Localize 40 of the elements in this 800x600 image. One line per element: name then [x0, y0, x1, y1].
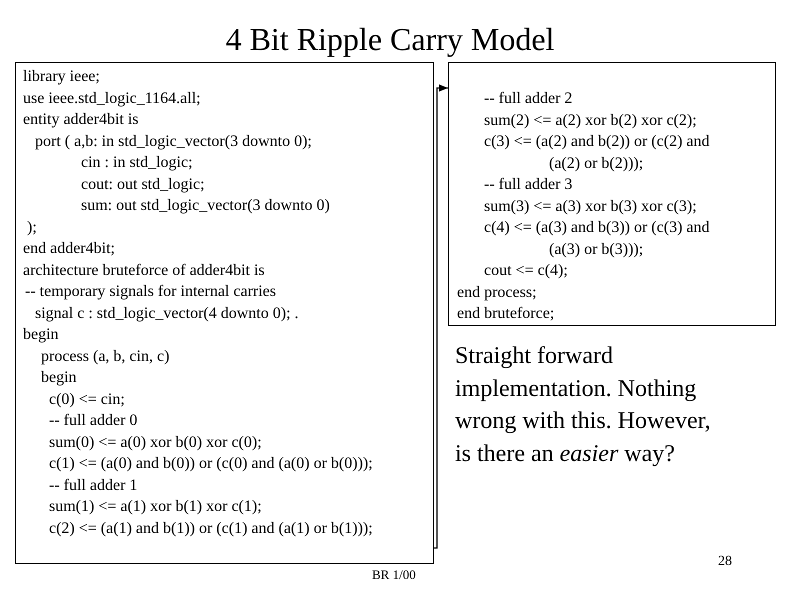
code-line: -- full adder 1: [49, 476, 138, 496]
code-line: (a(2) or b(2)));: [549, 154, 644, 174]
code-line: begin: [41, 368, 77, 388]
code-line: cout: out std_logic;: [81, 174, 205, 194]
code-line: port ( a,b: in std_logic_vector(3 downto 0);: [35, 132, 312, 152]
code-panel: [448, 62, 776, 326]
code-line: cout <= c(4);: [484, 261, 568, 281]
code-line: sum(3) <= a(3) xor b(3) xor c(3);: [484, 196, 697, 216]
code-line: library ieee;: [23, 67, 100, 87]
code-line: signal c : std_logic_vector(4 downto 0); .: [35, 304, 299, 324]
arrow: [432, 84, 448, 549]
code-line: cin : in std_logic;: [81, 153, 193, 173]
code-line: -- full adder 2: [484, 89, 572, 109]
code-line: c(1) <= (a(0) and b(0)) or (c(0) and (a(0) or b(0)));: [49, 454, 373, 474]
code-line: c(0) <= cin;: [49, 390, 125, 410]
code-line: begin: [23, 325, 59, 345]
code-line: sum(1) <= a(1) xor b(1) xor c(1);: [49, 497, 262, 517]
code-line: end bruteforce;: [457, 304, 554, 324]
code-line: -- full adder 3: [484, 175, 572, 195]
code-panel: [15, 62, 434, 564]
code-line: sum(2) <= a(2) xor b(2) xor c(2);: [484, 110, 697, 130]
code-line: end adder4bit;: [23, 239, 115, 259]
note-text: Straight forward implementation. Nothing wrong with this. However, is there an easier way?: [455, 342, 712, 468]
page-number: 28: [718, 554, 733, 570]
footer-text: BR 1/00: [372, 567, 417, 583]
code-line: c(3) <= (a(2) and b(2)) or (c(2) and: [484, 132, 710, 152]
code-line: -- full adder 0: [49, 411, 138, 431]
code-line: end process;: [457, 282, 537, 302]
code-line: process (a, b, cin, c): [41, 346, 170, 366]
code-line: c(2) <= (a(1) and b(1)) or (c(1) and (a(1) or b(1)));: [49, 518, 373, 538]
code-line: architecture bruteforce of adder4bit is: [23, 260, 265, 280]
slide-title: 4 Bit Ripple Carry Model: [224, 20, 556, 58]
code-line: use ieee.std_logic_1164.all;: [23, 88, 201, 108]
code-line: sum: out std_logic_vector(3 downto 0): [81, 196, 330, 216]
code-line: c(4) <= (a(3) and b(3)) or (c(3) and: [484, 218, 710, 238]
code-line: entity adder4bit is: [23, 110, 139, 130]
code-line: -- temporary signals for internal carries: [25, 282, 276, 302]
code-line: (a(3) or b(3)));: [549, 240, 644, 260]
code-line: );: [27, 218, 37, 238]
code-line: sum(0) <= a(0) xor b(0) xor c(0);: [49, 432, 262, 452]
